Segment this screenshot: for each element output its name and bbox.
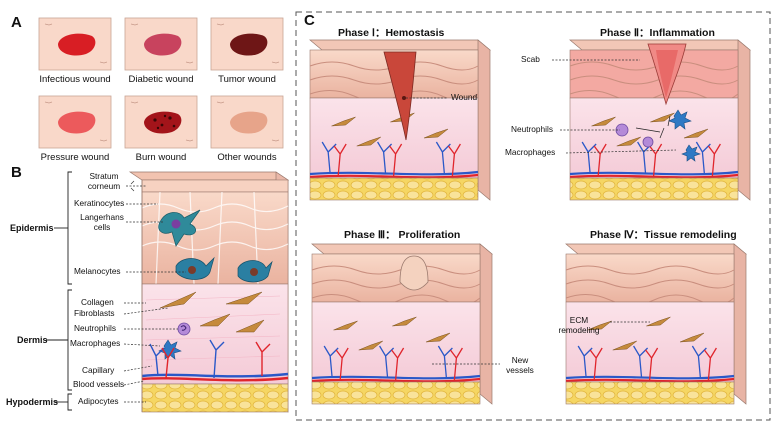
phase2-skin-block xyxy=(569,39,751,201)
phase3-scab xyxy=(399,255,429,291)
phase1-wound xyxy=(383,51,417,141)
label-line: Stratum xyxy=(89,171,119,181)
phase3-title: Phase Ⅲ： Proliferation xyxy=(344,229,461,241)
label-new-vessels: New vessels xyxy=(500,355,540,375)
panel-label-b: B xyxy=(11,164,22,181)
label-line: New xyxy=(511,355,529,365)
layer-epidermis: Epidermis xyxy=(10,223,54,233)
wound-thumbnails xyxy=(38,17,284,149)
phase1-title: Phase Ⅰ：Hemostasis xyxy=(338,27,445,39)
label-capillary: Capillary xyxy=(82,365,115,375)
label-c-macrophages: Macrophages xyxy=(505,147,556,157)
wound-label: Tumor wound xyxy=(218,74,276,85)
wound-label: Burn wound xyxy=(135,152,187,163)
phase4-skin-block xyxy=(565,243,747,405)
label-line: Langerhans xyxy=(80,212,124,222)
label-collagen: Collagen xyxy=(81,297,114,307)
phase1-skin-block xyxy=(309,39,491,201)
label-stratum-corneum: Stratum corneum xyxy=(80,171,128,191)
label-line: vessels xyxy=(506,364,534,375)
label-langerhans: Langerhans cells xyxy=(76,212,128,232)
diabetic-wound-shape xyxy=(144,33,182,56)
phase4-title: Phase Ⅳ：Tissue remodeling xyxy=(590,229,737,241)
wound-label: Diabetic wound xyxy=(128,74,194,85)
c-leader-lines xyxy=(406,59,677,365)
wound-label: Other wounds xyxy=(217,152,277,163)
label-line: ECM xyxy=(569,315,589,325)
phase3-skin-block xyxy=(311,243,493,405)
panel-label-a: A xyxy=(11,14,22,31)
label-ecm-remodeling: ECM remodeling xyxy=(550,315,608,335)
label-scab: Scab xyxy=(521,54,540,64)
tumor-wound-shape xyxy=(230,33,268,56)
label-line: corneum xyxy=(87,180,121,191)
pressure-wound-shape xyxy=(58,111,96,134)
label-wound: Wound xyxy=(451,92,478,102)
layer-brackets xyxy=(46,171,72,411)
wound-label: Pressure wound xyxy=(40,152,110,163)
label-fibroblasts: Fibroblasts xyxy=(74,308,115,318)
label-line: cells xyxy=(93,221,111,232)
burn-wound-shape xyxy=(144,111,182,134)
skin-cross-section xyxy=(128,171,290,413)
label-neutrophils: Neutrophils xyxy=(74,323,116,333)
layer-dermis: Dermis xyxy=(17,335,48,345)
label-adipocytes: Adipocytes xyxy=(78,396,119,406)
layer-hypodermis: Hypodermis xyxy=(6,397,59,407)
label-blood-vessels: Blood vessels xyxy=(73,379,125,389)
infectious-wound-shape xyxy=(58,33,96,56)
b-leader-lines xyxy=(123,185,186,403)
panel-c-border xyxy=(295,11,771,421)
panel-label-c: C xyxy=(304,12,315,29)
label-melanocytes: Melanocytes xyxy=(74,266,121,276)
label-line: remodeling xyxy=(558,324,600,335)
other-wound-shape xyxy=(230,111,268,134)
wound-label: Infectious wound xyxy=(39,74,111,85)
phase2-title: Phase Ⅱ：Inflammation xyxy=(600,27,715,39)
label-macrophages: Macrophages xyxy=(70,338,121,348)
label-c-neutrophils: Neutrophils xyxy=(511,124,553,134)
label-keratinocytes: Keratinocytes xyxy=(74,198,125,208)
